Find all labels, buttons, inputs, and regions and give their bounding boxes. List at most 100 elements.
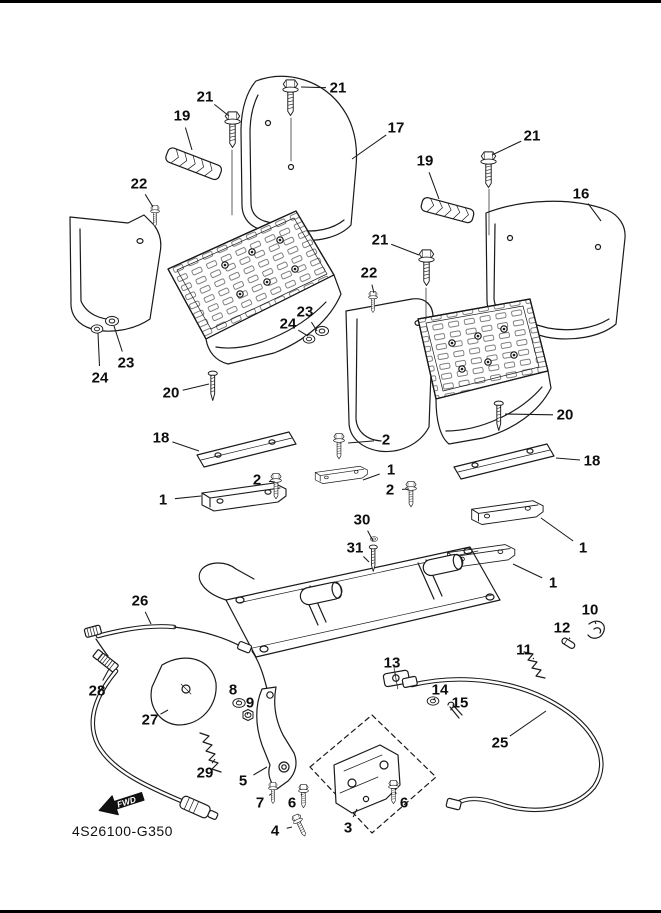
leader-line-29 — [211, 758, 216, 764]
callout-11: 11 — [516, 641, 532, 659]
callout-leader-lines — [97, 86, 602, 829]
callout-18: 18 — [152, 429, 170, 447]
callout-17: 17 — [387, 119, 405, 137]
leader-line-17 — [351, 134, 387, 160]
callout-23: 23 — [117, 354, 135, 372]
callout-2: 2 — [385, 481, 395, 499]
left-footrest-assembly — [69, 75, 358, 402]
stay-plate-18-right — [453, 443, 555, 480]
callout-18: 18 — [583, 452, 601, 470]
callout-20: 20 — [556, 406, 574, 424]
leader-line-25 — [509, 710, 547, 737]
dashed-assembly-box — [309, 714, 437, 834]
right-mud-guard-panel — [345, 298, 434, 453]
left-footboard-skirt — [205, 274, 342, 365]
callout-19: 19 — [173, 107, 191, 125]
clip-10-icon — [587, 620, 605, 639]
callout-3: 3 — [343, 819, 353, 837]
cable-adjuster-28 — [92, 649, 119, 673]
leader-line-14 — [433, 697, 436, 701]
spring-29-icon — [199, 732, 222, 773]
callout-5: 5 — [238, 772, 248, 790]
callout-21: 21 — [371, 231, 389, 249]
callout-20: 20 — [162, 384, 180, 402]
right-footrest-assembly — [302, 151, 626, 453]
diagram-part-code: 4S26100-G350 — [72, 823, 173, 839]
leader-line-3 — [352, 808, 358, 818]
leader-line-11 — [532, 657, 535, 660]
callout-1: 1 — [386, 461, 396, 479]
stay-plate-18-left — [196, 431, 297, 468]
pin-12-icon — [561, 637, 576, 649]
callout-29: 29 — [196, 764, 214, 782]
leader-line-20 — [504, 413, 554, 416]
callout-21: 21 — [329, 79, 347, 97]
leader-line-6 — [394, 791, 397, 795]
callout-1: 1 — [578, 539, 588, 557]
leader-line-16 — [587, 203, 602, 222]
callout-27: 27 — [141, 711, 159, 729]
leader-line-21 — [214, 103, 230, 117]
leader-line-2 — [268, 480, 276, 483]
leader-line-1 — [512, 563, 543, 579]
spring-11-icon — [523, 651, 546, 679]
choke-knob — [179, 795, 219, 820]
leader-line-23 — [310, 321, 318, 332]
leader-line-18 — [555, 457, 581, 461]
leader-line-2 — [347, 440, 375, 444]
left-grip-plate-19 — [165, 147, 223, 181]
callout-7: 7 — [255, 794, 265, 812]
leader-line-22 — [144, 194, 154, 208]
callout-13: 13 — [383, 654, 401, 672]
callout-28: 28 — [88, 682, 106, 700]
leader-line-5 — [253, 766, 268, 776]
callout-26: 26 — [131, 592, 149, 610]
callout-15: 15 — [451, 694, 469, 712]
frame-roller — [422, 553, 464, 577]
callout-23: 23 — [296, 303, 314, 321]
callout-12: 12 — [553, 619, 571, 637]
callout-14: 14 — [431, 681, 449, 699]
right-footboard-skirt — [435, 370, 552, 445]
cable-end-fitting — [83, 624, 102, 638]
leader-line-28 — [102, 668, 110, 681]
choke-cable-assembly — [83, 624, 268, 820]
leader-line-4 — [286, 826, 293, 829]
callout-9: 9 — [245, 694, 255, 712]
frame-roller — [299, 581, 343, 606]
leader-line-15 — [450, 708, 453, 711]
right-footboard — [417, 298, 549, 400]
callout-31: 31 — [346, 539, 364, 557]
leader-line-1 — [362, 473, 380, 481]
leader-line-31 — [363, 556, 370, 563]
leader-line-12 — [568, 637, 571, 640]
leader-line-10 — [594, 620, 597, 625]
callout-19: 19 — [416, 152, 434, 170]
callout-2: 2 — [252, 471, 262, 489]
leader-line-21 — [391, 243, 420, 256]
callout-6: 6 — [399, 794, 409, 812]
callout-10: 10 — [581, 601, 599, 619]
callout-21: 21 — [196, 88, 214, 106]
leader-line-7 — [268, 793, 272, 796]
leader-line-27 — [160, 709, 169, 715]
callout-1: 1 — [158, 491, 168, 509]
callout-24: 24 — [279, 315, 297, 333]
leader-line-21 — [300, 86, 327, 89]
leader-line-26 — [144, 611, 152, 625]
callout-8: 8 — [228, 681, 238, 699]
lever-5 — [256, 686, 297, 790]
callout-21: 21 — [523, 127, 541, 145]
callout-6: 6 — [287, 794, 297, 812]
support-brackets — [196, 431, 555, 568]
callout-22: 22 — [130, 175, 148, 193]
callout-2: 2 — [381, 431, 391, 449]
leader-line-24 — [97, 332, 101, 367]
callout-30: 30 — [353, 511, 371, 529]
leader-line-19 — [184, 127, 193, 151]
callout-4: 4 — [270, 822, 280, 840]
guard-plate-27 — [150, 657, 217, 726]
callout-24: 24 — [91, 369, 109, 387]
callout-22: 22 — [360, 264, 378, 282]
